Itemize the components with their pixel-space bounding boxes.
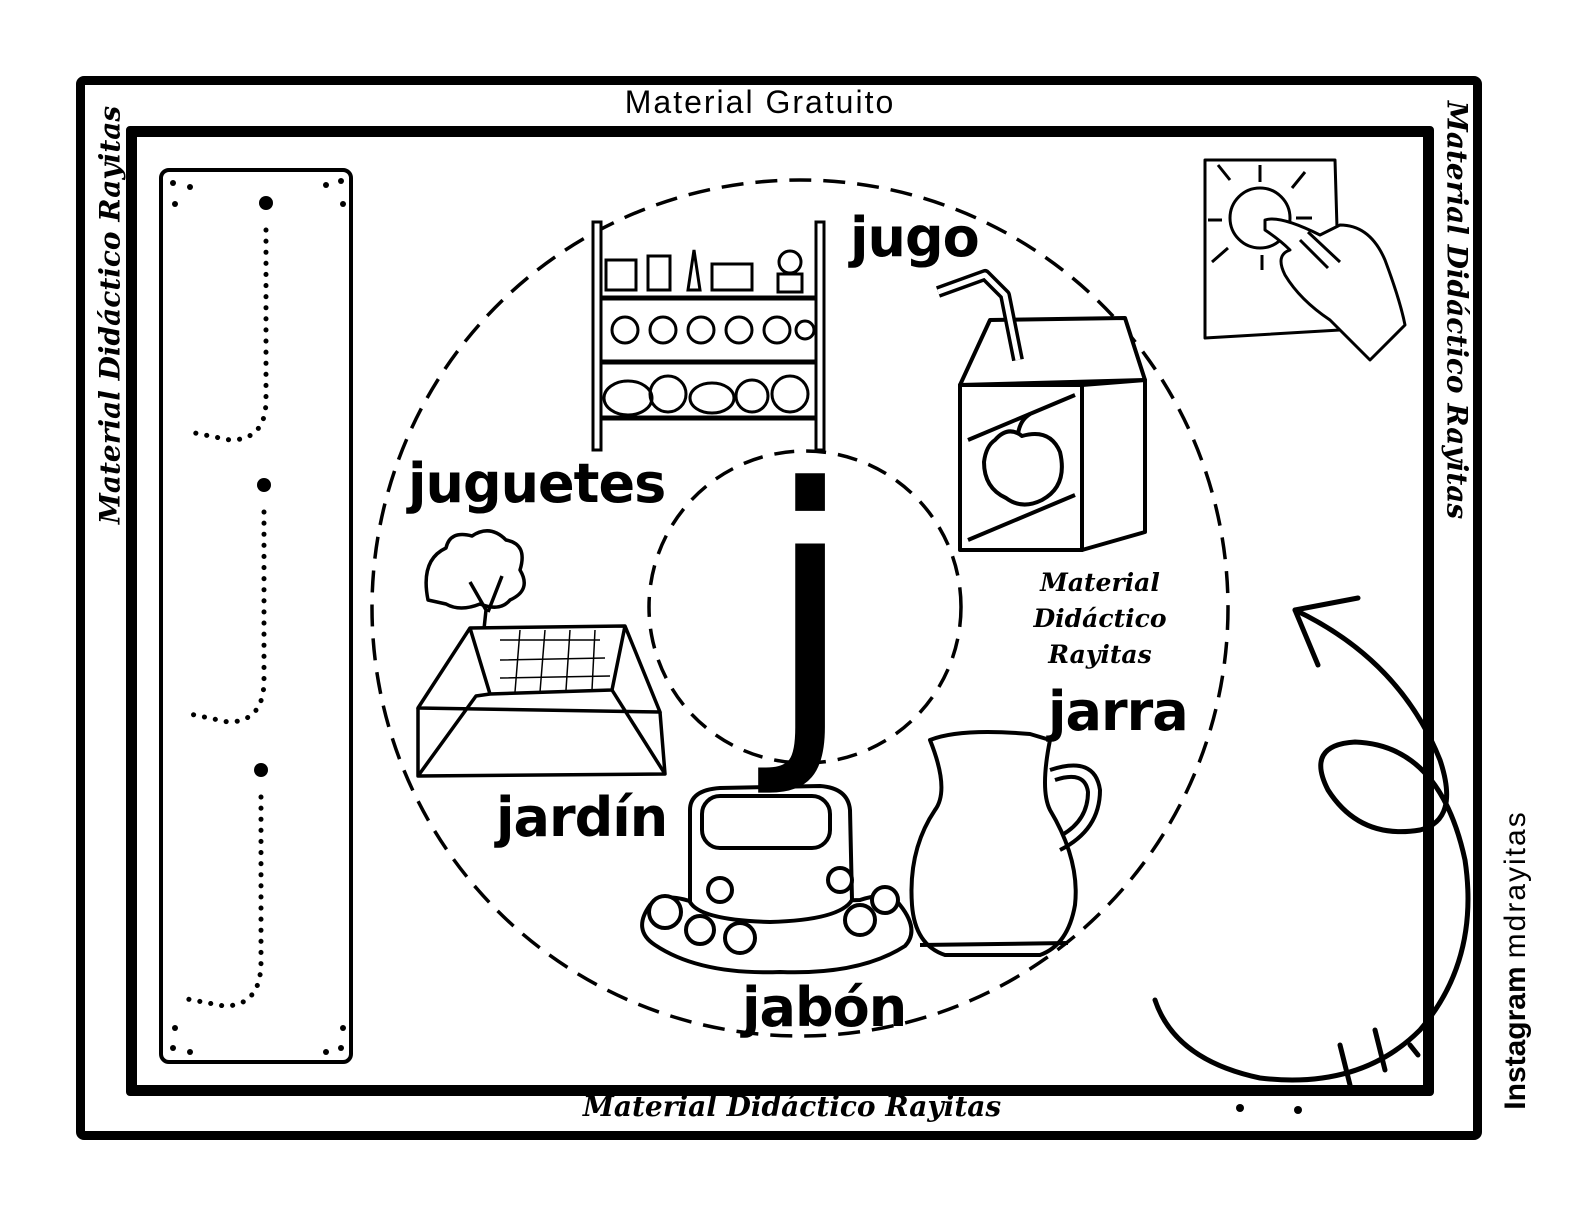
word-jabon: jabón bbox=[742, 976, 907, 1039]
word-jugo: jugo bbox=[850, 206, 980, 269]
bottom-brand-label: Material Didáctico Rayitas bbox=[582, 1090, 1002, 1123]
outer-dashed-circle bbox=[370, 178, 1230, 1038]
tracing-panel[interactable] bbox=[159, 168, 353, 1064]
pitcher-icon bbox=[909, 730, 1102, 957]
word-juguetes: juguetes bbox=[408, 452, 666, 515]
hand-tracing-icon bbox=[1203, 158, 1407, 362]
watermark-line-1: Material bbox=[1040, 568, 1160, 597]
stroke-direction-arrow-icon bbox=[1152, 595, 1471, 1088]
word-jarra: jarra bbox=[1048, 680, 1189, 743]
watermark-line-3: Rayitas bbox=[1048, 640, 1152, 669]
top-label: Material Gratuito bbox=[624, 84, 896, 120]
inner-frame bbox=[126, 126, 1434, 1096]
word-jardin: jardín bbox=[496, 786, 668, 849]
watermark-line-2: Didáctico bbox=[1033, 604, 1167, 633]
toy-shelf-icon bbox=[591, 220, 826, 452]
juice-box-icon bbox=[935, 269, 1147, 552]
center-watermark: Material Didáctico Rayitas bbox=[1030, 565, 1170, 673]
garden-icon bbox=[416, 529, 667, 778]
soap-icon bbox=[640, 784, 914, 975]
inner-dashed-circle bbox=[647, 449, 963, 765]
bottom-dots bbox=[1236, 1104, 1302, 1114]
outer-frame bbox=[76, 76, 1482, 1140]
tracing-start-dots bbox=[254, 196, 273, 777]
center-letter: j bbox=[764, 418, 856, 802]
